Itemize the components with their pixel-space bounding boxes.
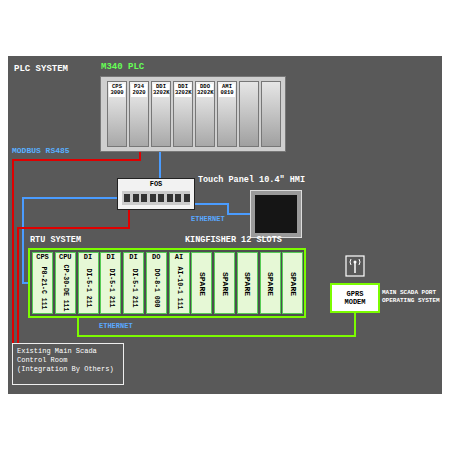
spare-slot: SPARE	[237, 252, 258, 314]
plc-module: CPS 3000	[107, 81, 127, 147]
node-label: DDO 3202K	[197, 84, 213, 97]
node-label: CP-30-DE 111	[62, 265, 69, 312]
node-heading: DI	[79, 254, 98, 261]
empty-slot	[261, 81, 281, 147]
edge-label: ETHERNET	[98, 323, 134, 331]
empty-slot	[239, 81, 259, 147]
node-heading: DO	[147, 254, 166, 261]
plc-module: DDI 3202K	[173, 81, 193, 147]
plc-module: P34 2020	[129, 81, 149, 147]
node-label: DDI 3202K	[175, 84, 191, 97]
node-label: GPRS MODEM	[341, 290, 369, 306]
hmi-screen	[255, 195, 297, 233]
node-label: DO-8-1 000	[153, 268, 160, 307]
node-label: P8-21-C 111	[39, 267, 46, 310]
plc-rack: M340 PLCCPS 3000P34 2020DDI 3202KDDI 320…	[100, 76, 286, 152]
network-port	[133, 194, 139, 202]
gprs-modem: GPRS MODEM	[330, 283, 380, 313]
node-label: DDI 3202K	[153, 84, 169, 97]
network-port	[184, 194, 190, 202]
node-heading: CPS	[33, 254, 52, 261]
edge-label: ETHERNET	[190, 216, 226, 224]
node-label: SPARE	[243, 272, 251, 296]
plc-module: DDO 3202K	[195, 81, 215, 147]
section-title: PLC SYSTEM	[14, 64, 68, 74]
rtu-module: DI DI-5-1 211	[100, 252, 121, 314]
rtu-rack: RTU SYSTEMKINGFISHER 12 SLOTSCPSP8-21-C …	[28, 248, 306, 318]
node-label: AMI 0810	[219, 84, 235, 97]
rtu-module: DI DI-5-1 211	[78, 252, 99, 314]
bus-label: MODBUS RS485	[12, 146, 70, 155]
node-label: FOS	[118, 179, 194, 188]
node-label: SPARE	[289, 272, 297, 296]
rtu-module: DI DI-5-1 211	[123, 252, 144, 314]
node-heading: CPU	[56, 254, 75, 261]
note-label: MAIN SCADA PORT OPERATING SYSTEM	[382, 289, 442, 305]
spare-slot: SPARE	[191, 252, 212, 314]
rtu-module: AI AI-10-1 111	[169, 252, 190, 314]
node-label: SPARE	[198, 272, 206, 296]
spare-slot: SPARE	[282, 252, 303, 314]
network-port	[167, 194, 173, 202]
node-label: KINGFISHER 12 SLOTS	[185, 235, 282, 245]
node-label: CPS 3000	[109, 84, 125, 97]
connector-line	[159, 152, 161, 178]
node-heading: DI	[124, 254, 143, 261]
connector-line	[195, 204, 250, 214]
node-label: DI-5-1 211	[130, 268, 137, 307]
control-room-box: Existing Main Scada Control Room (Integr…	[12, 343, 124, 385]
node-label: P34 2020	[131, 84, 147, 97]
network-port	[141, 194, 147, 202]
rtu-module: CPU CP-30-DE 111	[55, 252, 76, 314]
network-port	[158, 194, 164, 202]
switch-box: FOS	[117, 178, 195, 210]
spare-slot: SPARE	[260, 252, 281, 314]
network-port	[150, 194, 156, 202]
plc-module: DDI 3202K	[151, 81, 171, 147]
node-label: SPARE	[221, 272, 229, 296]
network-port	[124, 194, 130, 202]
node-label: DI-5-1 211	[85, 268, 92, 307]
hmi-panel: Touch Panel 10.4" HMI	[250, 190, 302, 238]
node-label: Touch Panel 10.4" HMI	[198, 175, 305, 185]
node-label: AI-10-1 111	[176, 267, 183, 310]
node-heading: DI	[101, 254, 120, 261]
node-label: SPARE	[266, 272, 274, 296]
plc-module: AMI 0810	[217, 81, 237, 147]
rtu-module: CPS P8-21-C 111	[32, 252, 53, 314]
network-port	[175, 194, 181, 202]
rtu-module: DO DO-8-1 000	[146, 252, 167, 314]
node-label: DI-5-1 211	[108, 268, 115, 307]
node-heading: AI	[170, 254, 189, 261]
node-heading: RTU SYSTEM	[30, 235, 81, 245]
spare-slot: SPARE	[214, 252, 235, 314]
node-label: Existing Main Scada Control Room (Integr…	[17, 347, 119, 374]
node-label: M340 PLC	[101, 62, 144, 72]
